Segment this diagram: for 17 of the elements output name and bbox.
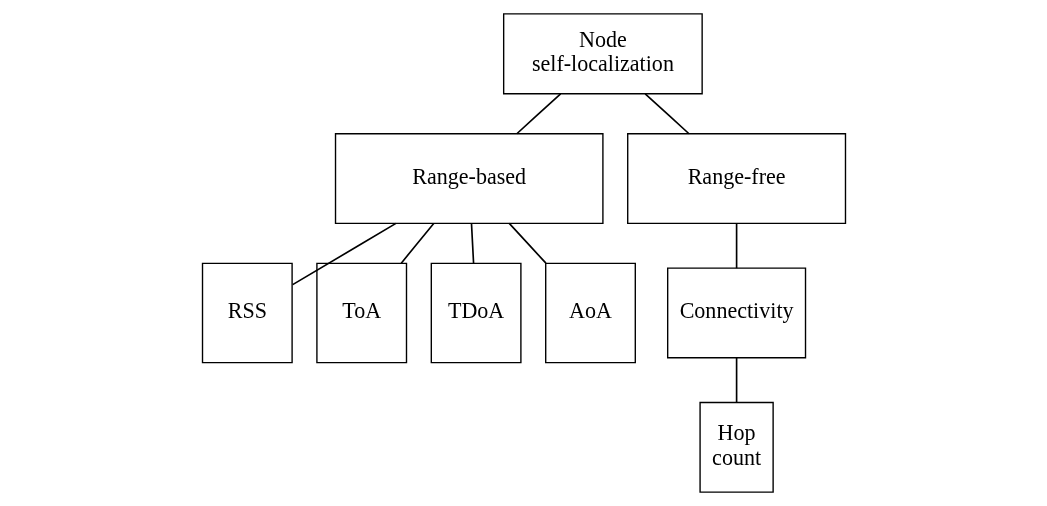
connector bbox=[643, 93, 690, 135]
node-box: Range-based bbox=[334, 133, 604, 225]
node-box: ToA bbox=[315, 262, 407, 364]
connector bbox=[291, 222, 397, 286]
node-box: Node self-localization bbox=[502, 13, 703, 95]
connector bbox=[470, 222, 474, 264]
node-box: RSS bbox=[201, 262, 293, 364]
node-box: TDoA bbox=[430, 262, 522, 364]
node-box: Range-free bbox=[626, 133, 846, 225]
node-box: AoA bbox=[544, 262, 636, 364]
node-box: Connectivity bbox=[666, 267, 806, 359]
connector bbox=[507, 222, 547, 264]
connector bbox=[515, 93, 561, 135]
connector bbox=[735, 356, 737, 404]
connector bbox=[735, 222, 737, 269]
node-box: Hop count bbox=[698, 401, 774, 493]
connector bbox=[399, 222, 435, 264]
